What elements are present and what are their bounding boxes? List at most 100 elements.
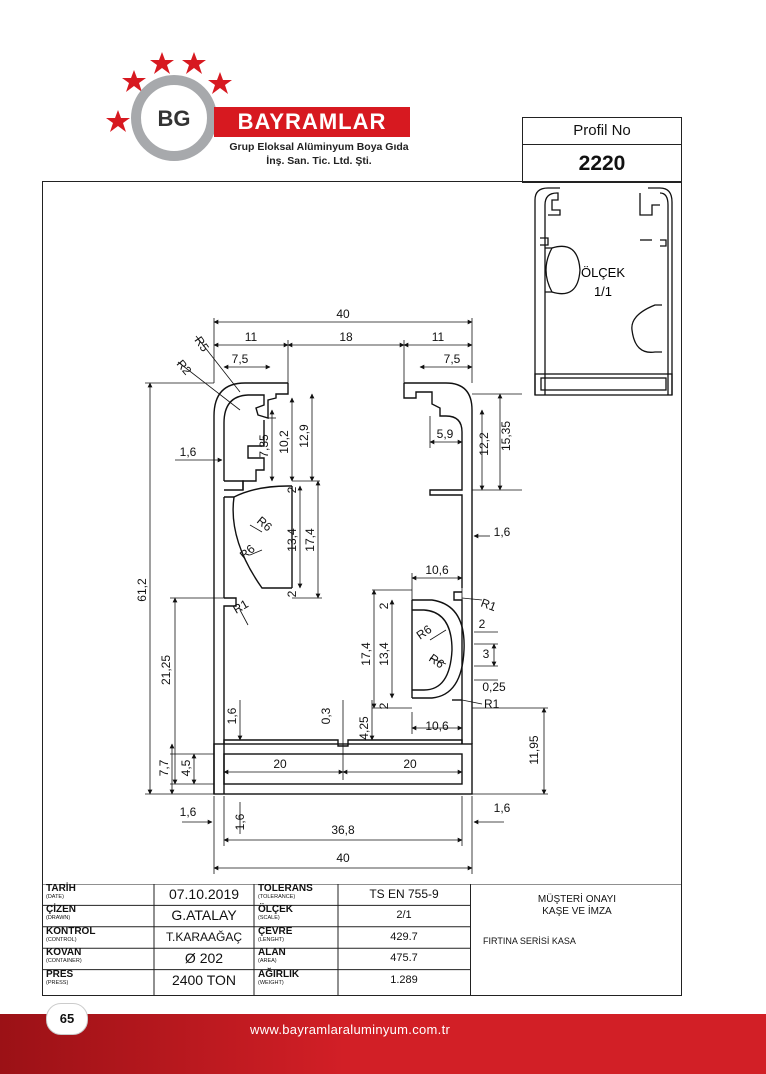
tb-value-weight: 1.289 <box>390 973 418 986</box>
logo-ring <box>131 75 217 161</box>
tb-label: ALAN <box>258 947 286 959</box>
dim-r5: R5 <box>192 334 212 355</box>
brand-name: BAYRAMLAR <box>214 107 410 137</box>
tb-value-drawn: G.ATALAY <box>171 907 237 924</box>
dim-4-5: 4,5 <box>179 759 193 776</box>
dim-7-35: 7,35 <box>257 434 271 458</box>
star-icon <box>106 110 130 132</box>
dim-2-e: 2 <box>377 702 391 709</box>
page-number: 65 <box>46 1003 88 1035</box>
dim-21-25: 21,25 <box>159 655 173 685</box>
dim-4-25: 4,25 <box>357 716 371 740</box>
title-block-fields: TARİH(DATE) 07.10.2019 TOLERANS(TOLERANC… <box>42 884 470 996</box>
customer-approval-area: MÜŞTERİ ONAYI KAŞE VE İMZA FIRTINA SERİS… <box>470 884 683 996</box>
brand-subtitle: Grup Eloksal Alüminyum Boya Gıda İnş. Sa… <box>214 140 424 168</box>
tb-sublabel: (DRAWN) <box>46 915 71 922</box>
tb-sublabel: (CONTAINER) <box>46 958 82 965</box>
dim-r2: R2 <box>174 357 195 378</box>
dim-r6-b: R6 <box>237 542 258 563</box>
dim-10-2: 10,2 <box>277 430 291 454</box>
dim-1-6-f: 1,6 <box>494 801 511 815</box>
tb-label: ÇİZEN <box>46 904 76 916</box>
thumbnail-scale-label: ÖLÇEK <box>581 265 625 280</box>
tb-label: TOLERANS <box>258 883 313 894</box>
dim-11-right: 11 <box>432 330 445 344</box>
profile-number-box: Profil No 2220 <box>522 117 682 183</box>
tb-sublabel: (LENGHT) <box>258 936 284 943</box>
dim-17-4-b: 17,4 <box>359 642 373 666</box>
dim-61-2: 61,2 <box>135 578 149 602</box>
dim-1-6-d: 1,6 <box>180 805 197 819</box>
dim-7-5-right: 7,5 <box>444 352 461 366</box>
dim-3: 3 <box>483 647 490 661</box>
project-name: FIRTINA SERİSİ KASA <box>483 936 576 946</box>
dim-2-b: 2 <box>285 590 299 597</box>
title-block: TARİH(DATE) 07.10.2019 TOLERANS(TOLERANC… <box>42 884 682 996</box>
dim-20-left: 20 <box>273 757 287 771</box>
tb-sublabel: (TOLERANCE) <box>258 894 296 900</box>
tb-value-control: T.KARAAĞAÇ <box>165 929 243 944</box>
logo-stars <box>106 52 232 132</box>
dim-r6-a: R6 <box>254 514 275 535</box>
tb-row-container: KOVAN(CONTAINER) Ø 202 ALAN(AREA) 475.7 <box>42 948 470 969</box>
tb-sublabel: (CONTROL) <box>46 936 77 943</box>
dim-12-2: 12,2 <box>477 432 491 456</box>
dim-r1-c: R1 <box>484 697 500 711</box>
tb-row-press: PRES(PRESS) 2400 TON AĞIRLIK(WEIGHT) 1.2… <box>42 968 470 991</box>
tb-label: KOVAN <box>46 947 82 959</box>
dimension-lines <box>145 318 548 874</box>
tb-label: ÇEVRE <box>258 925 293 937</box>
tb-sublabel: (WEIGHT) <box>258 979 284 986</box>
dim-13-4-a: 13,4 <box>285 528 299 552</box>
approval-line2: KAŞE VE İMZA <box>542 906 612 917</box>
tb-value-perimeter: 429.7 <box>390 930 418 943</box>
profile-label: Profil No <box>523 118 681 145</box>
footer-band <box>0 1014 766 1074</box>
dim-1-6-e: 1,6 <box>233 813 247 830</box>
dim-2-d: 2 <box>479 617 486 631</box>
footer-url[interactable]: www.bayramlaraluminyum.com.tr <box>250 1022 451 1037</box>
customer-approval: MÜŞTERİ ONAYI KAŞE VE İMZA <box>471 894 683 918</box>
dim-7-7: 7,7 <box>157 759 171 776</box>
dim-5-9: 5,9 <box>437 427 454 441</box>
dim-2-c: 2 <box>377 602 391 609</box>
brand-subtitle-line2: İnş. San. Tic. Ltd. Şti. <box>266 155 372 167</box>
dim-11-95: 11,95 <box>527 735 541 764</box>
tb-value-date: 07.10.2019 <box>168 886 240 902</box>
dim-17-4-a: 17,4 <box>303 528 317 552</box>
tb-sublabel: (SCALE) <box>258 915 280 922</box>
dim-12-9: 12,9 <box>297 424 311 448</box>
dim-10-6-a: 10,6 <box>425 563 449 577</box>
dim-1-6-c: 1,6 <box>494 525 511 539</box>
dim-20-right: 20 <box>403 757 417 771</box>
tb-label: KONTROL <box>46 925 96 937</box>
logo-mark: BG <box>158 106 191 131</box>
dim-r1-a: R1 <box>231 597 252 617</box>
tb-value-scale: 2/1 <box>396 909 412 922</box>
company-logo: BG <box>106 52 232 161</box>
tb-label: PRES <box>46 968 74 980</box>
tb-label: ÖLÇEK <box>258 904 293 916</box>
dim-36-8: 36,8 <box>331 823 355 837</box>
dim-2-a: 2 <box>285 486 299 493</box>
dim-7-5-left: 7,5 <box>232 352 249 366</box>
tb-row-control: KONTROL(CONTROL) T.KARAAĞAÇ ÇEVRE(LENGHT… <box>42 925 470 948</box>
tb-value-press: 2400 TON <box>171 971 237 988</box>
tb-sublabel: (DATE) <box>46 894 64 900</box>
tb-value-tolerance: TS EN 755-9 <box>369 887 439 901</box>
title-block-grid <box>42 884 682 996</box>
dim-11-left: 11 <box>245 330 258 344</box>
dimension-labels: 40 11 18 11 7,5 7,5 R5 R2 7,35 10,2 12,9… <box>135 307 541 865</box>
profile-thumbnail <box>534 187 673 396</box>
dim-18: 18 <box>339 330 353 344</box>
tb-value-area: 475.7 <box>390 952 418 965</box>
tb-row-drawn: ÇİZEN(DRAWN) G.ATALAY ÖLÇEK(SCALE) 2/1 <box>42 905 470 926</box>
main-profile <box>213 382 473 795</box>
dim-40-top: 40 <box>336 307 350 321</box>
dim-0-3: 0,3 <box>319 707 333 724</box>
dim-10-6-b: 10,6 <box>425 719 449 733</box>
dim-r6-d: R6 <box>426 651 447 671</box>
dim-13-4-b: 13,4 <box>377 642 391 666</box>
dim-r1-b: R1 <box>479 596 499 615</box>
brand-subtitle-line1: Grup Eloksal Alüminyum Boya Gıda <box>229 141 409 153</box>
